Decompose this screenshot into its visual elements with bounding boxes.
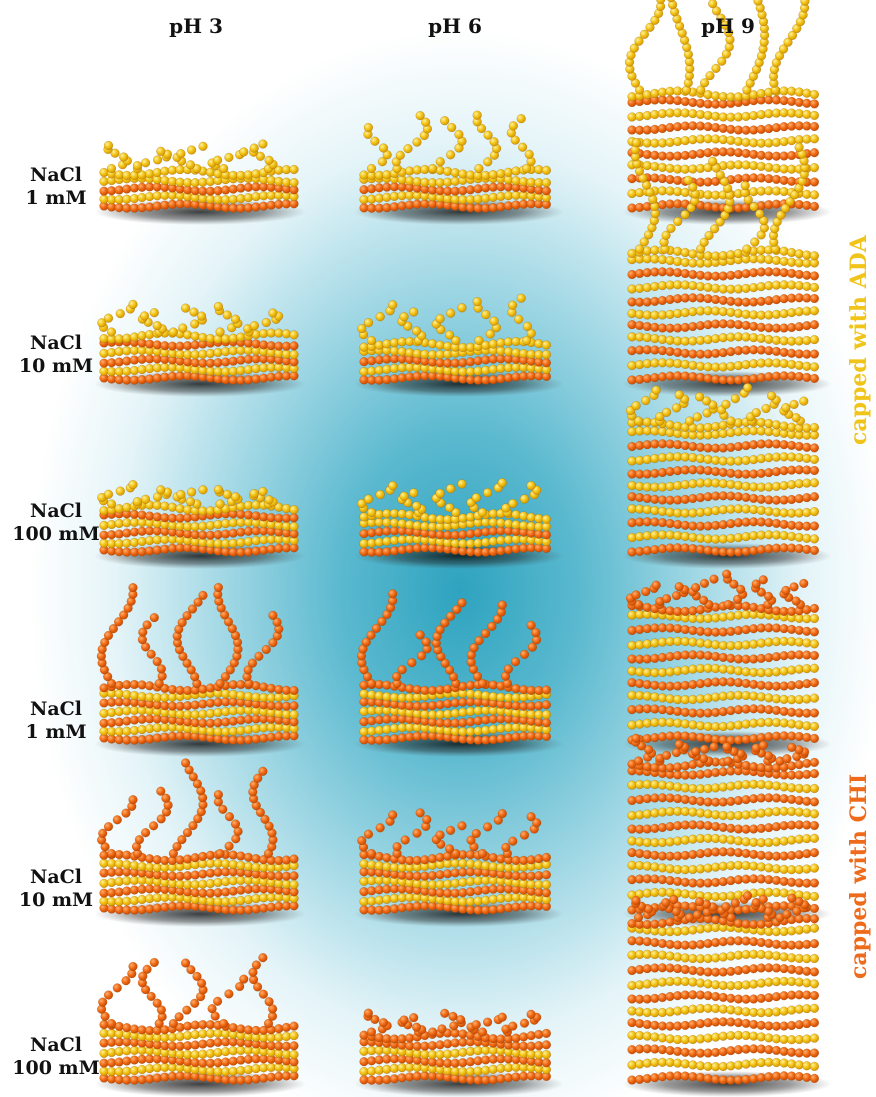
film-panel-r6-c3 [622, 891, 832, 1097]
row-label-salt: NaCl [6, 866, 106, 889]
row-label-concentration: 100 mM [6, 523, 106, 546]
row-label-salt: NaCl [6, 1034, 106, 1057]
side-label-capped-with-chi: capped with CHI [845, 789, 873, 979]
film-panel-r4-c2 [354, 589, 564, 757]
film-panel-r6-c2 [354, 1009, 564, 1097]
film-panel-r3-c1 [94, 480, 306, 569]
film-panel-r3-c3 [622, 383, 832, 569]
side-label-capped-with-ada: capped with ADA [845, 265, 873, 445]
row-label-salt: NaCl [6, 698, 106, 721]
row-label-concentration: 1 mM [6, 721, 106, 744]
row-label-chi-100mm: NaCl 100 mM [6, 1034, 106, 1080]
row-label-chi-1mm: NaCl 1 mM [6, 698, 106, 744]
row-label-concentration: 10 mM [6, 355, 106, 378]
film-panel-r1-c1 [94, 140, 306, 225]
column-header-ph9: pH 9 [668, 14, 788, 38]
film-panel-r1-c2 [354, 111, 564, 225]
row-label-concentration: 10 mM [6, 889, 106, 912]
row-label-salt: NaCl [6, 164, 106, 187]
row-label-chi-10mm: NaCl 10 mM [6, 866, 106, 912]
row-label-ada-100mm: NaCl 100 mM [6, 500, 106, 546]
film-panel-r6-c1 [94, 953, 306, 1097]
column-header-ph3: pH 3 [136, 14, 256, 38]
film-panel-r4-c1 [94, 583, 306, 757]
film-panel-r3-c2 [354, 478, 564, 569]
row-label-concentration: 100 mM [6, 1057, 106, 1080]
row-label-ada-1mm: NaCl 1 mM [6, 164, 106, 210]
film-panel-r5-c1 [94, 759, 306, 928]
row-label-ada-10mm: NaCl 10 mM [6, 332, 106, 378]
film-panel-r2-c2 [354, 294, 564, 397]
row-label-salt: NaCl [6, 500, 106, 523]
film-panel-r5-c2 [354, 809, 564, 928]
film-panel-r2-c1 [94, 300, 306, 397]
column-header-ph6: pH 6 [395, 14, 515, 38]
film-panel-r4-c3 [622, 570, 832, 757]
row-label-concentration: 1 mM [6, 187, 106, 210]
row-label-salt: NaCl [6, 332, 106, 355]
